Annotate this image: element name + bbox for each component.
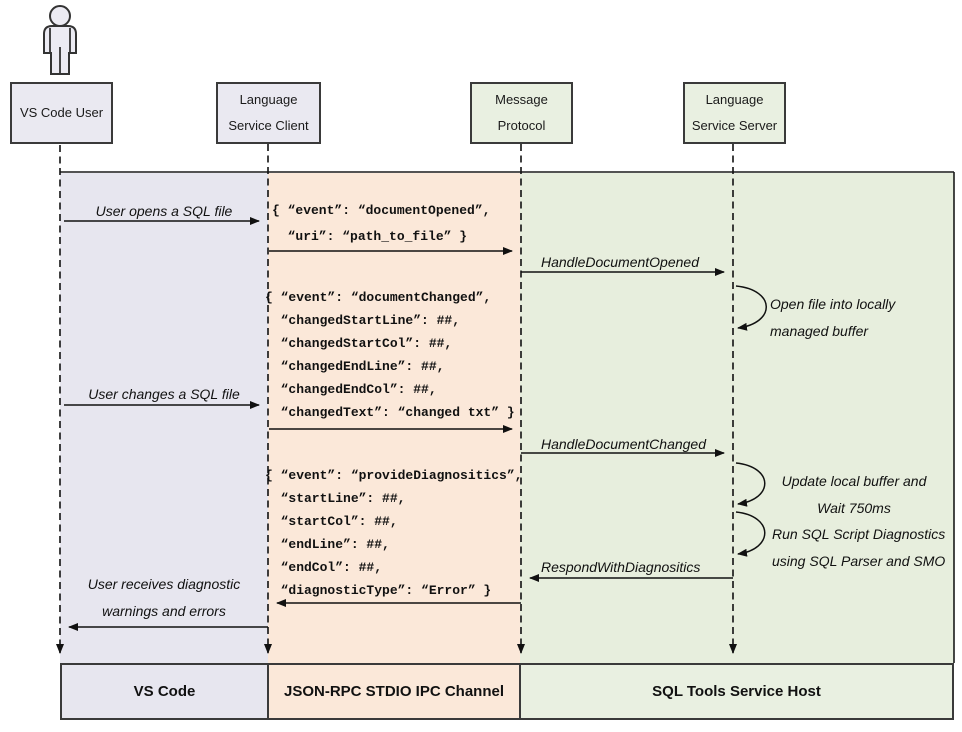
- payload-document-changed: { “event”: “documentChanged”, “changedSt…: [265, 290, 515, 420]
- participant-language-service-client: Language Service Client: [216, 82, 321, 144]
- label-user-opens: User opens a SQL file: [95, 203, 233, 219]
- participant-vscode-user: VS Code User: [10, 82, 113, 144]
- lane-band-vscode: [60, 173, 268, 663]
- payload-document-opened: { “event”: “documentOpened”, “uri”: “pat…: [272, 203, 491, 244]
- note-open-file: Open file into locally managed buffer: [770, 296, 896, 339]
- participant-label: Protocol: [497, 118, 546, 133]
- participant-label: Message: [495, 92, 548, 107]
- label-handle-document-changed: HandleDocumentChanged: [541, 436, 706, 452]
- actor-icon: [43, 5, 77, 75]
- lane-box-ipc-channel: JSON-RPC STDIO IPC Channel: [267, 663, 521, 720]
- participant-message-protocol: Message Protocol: [470, 82, 573, 144]
- note-update-buffer: Update local buffer and Wait 750ms: [781, 473, 927, 516]
- label-respond-with-diagnostics: RespondWithDiagnositics: [541, 559, 701, 575]
- participant-label: Service Server: [691, 118, 778, 133]
- lane-label: JSON-RPC STDIO IPC Channel: [283, 683, 505, 700]
- label-user-changes: User changes a SQL file: [88, 386, 240, 402]
- lane-band-service-host: [520, 173, 954, 663]
- lane-box-service-host: SQL Tools Service Host: [519, 663, 954, 720]
- lane-label: SQL Tools Service Host: [652, 683, 821, 700]
- participant-label: VS Code User: [19, 105, 104, 120]
- label-handle-document-opened: HandleDocumentOpened: [541, 254, 699, 270]
- note-run-diagnostics: Run SQL Script Diagnostics using SQL Par…: [772, 526, 946, 569]
- lane-label: VS Code: [133, 683, 196, 700]
- lane-box-vscode: VS Code: [60, 663, 269, 720]
- participant-label: Service Client: [228, 118, 309, 133]
- payload-provide-diagnostics: { “event”: “provideDiagnositics”, “start…: [265, 468, 523, 598]
- participant-label: Language: [239, 92, 298, 107]
- lane-band-ipc-channel: [268, 173, 520, 663]
- label-user-receives: User receives diagnostic warnings and er…: [87, 576, 241, 619]
- participant-label: Language: [705, 92, 764, 107]
- participant-language-service-server: Language Service Server: [683, 82, 786, 144]
